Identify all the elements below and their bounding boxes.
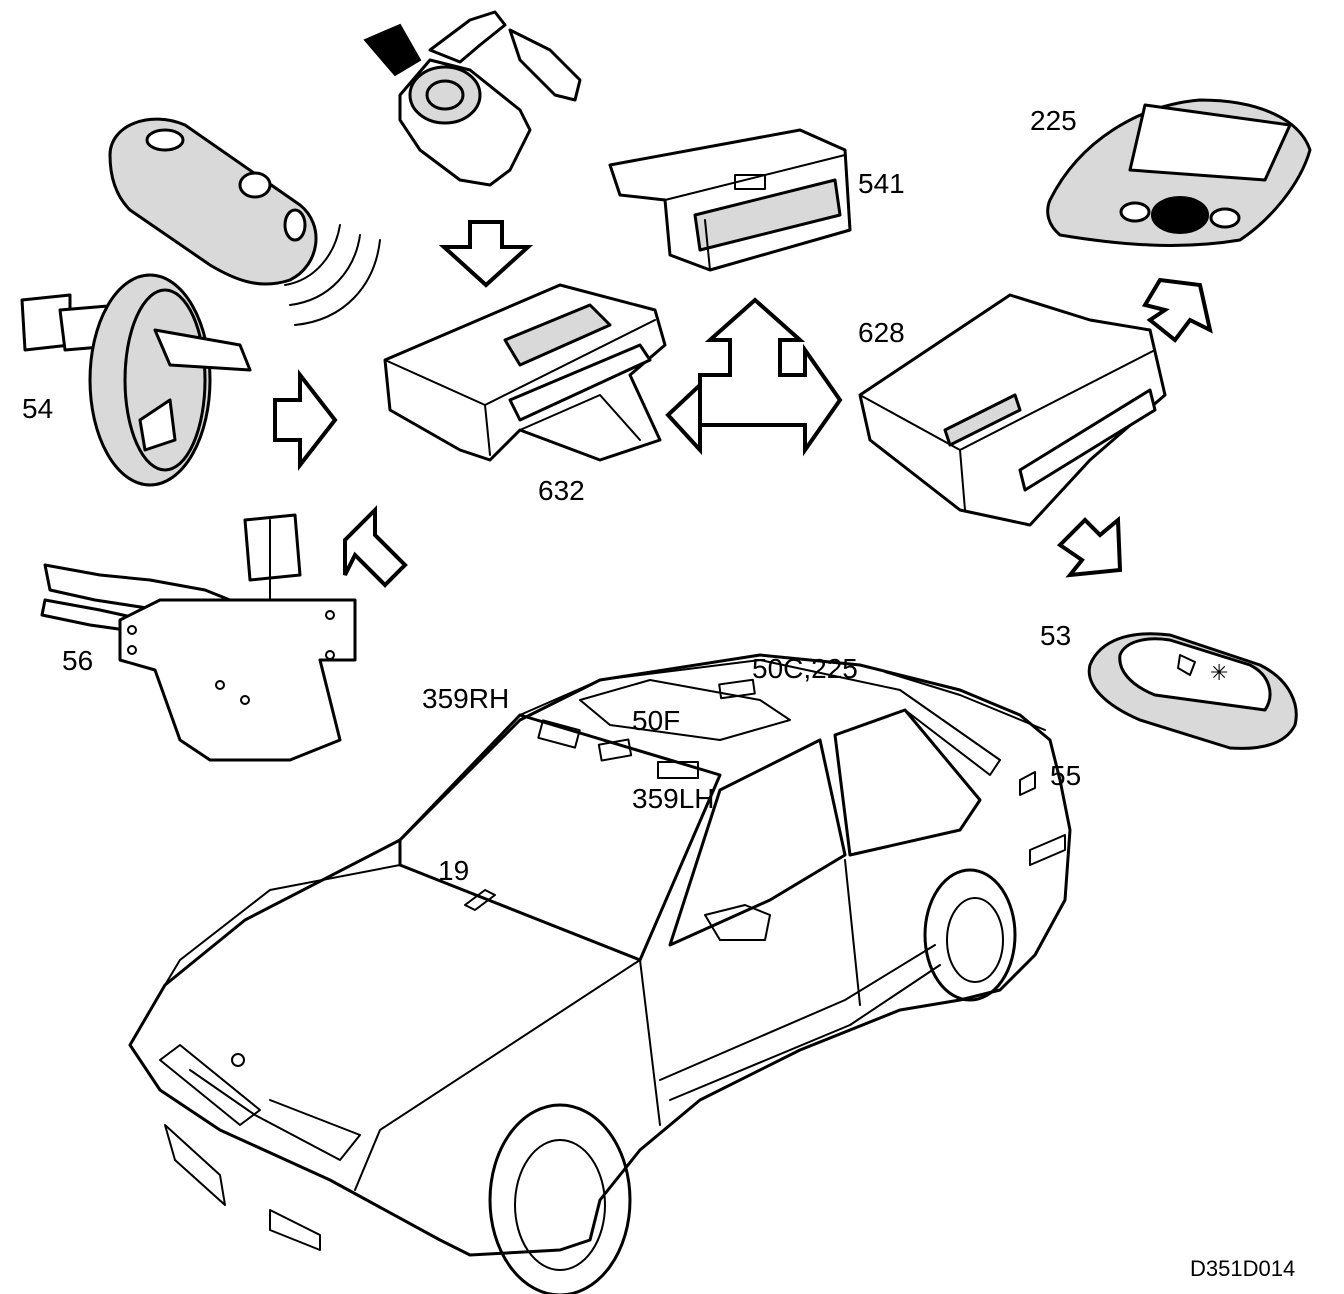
ignition-switch-illustration: [363, 10, 582, 187]
control-module-illustration: [858, 293, 1167, 527]
info-display-illustration: [608, 128, 852, 272]
label-56: 56: [62, 645, 93, 676]
label-541: 541: [858, 168, 905, 199]
label-628: 628: [858, 317, 905, 348]
arrow-down-icon: [438, 220, 534, 288]
arrow-multi-direction-icon: [665, 297, 843, 457]
arrow-up-right-2-icon: [1141, 277, 1213, 343]
label-50f: 50F: [632, 705, 680, 736]
car-illustration: [128, 653, 1072, 1294]
label-19: 19: [438, 855, 469, 886]
label-50c-225: 50C,225: [752, 653, 858, 684]
label-53: 53: [1040, 620, 1071, 651]
light-symbol-icon: ✳: [1210, 660, 1228, 685]
key-lock-illustration: [20, 273, 252, 487]
label-632: 632: [538, 475, 585, 506]
label-359lh: 359LH: [632, 783, 715, 814]
drawing-code: D351D014: [1190, 1256, 1295, 1281]
label-55: 55: [1050, 760, 1081, 791]
label-359rh: 359RH: [422, 683, 509, 714]
arrow-up-right-icon: [343, 505, 408, 588]
central-control-unit-illustration: [383, 283, 667, 462]
roof-console-illustration: [1046, 98, 1312, 247]
label-54: 54: [22, 393, 53, 424]
remote-fob-illustration: [108, 117, 381, 326]
door-switch-illustration: ✳: [1087, 632, 1298, 750]
label-225: 225: [1030, 105, 1077, 136]
leader-line-50c: [884, 671, 1046, 731]
arrow-down-left-icon: [1056, 515, 1123, 578]
arrow-right-icon: [273, 369, 338, 471]
hood-latch-illustration: [40, 513, 357, 762]
